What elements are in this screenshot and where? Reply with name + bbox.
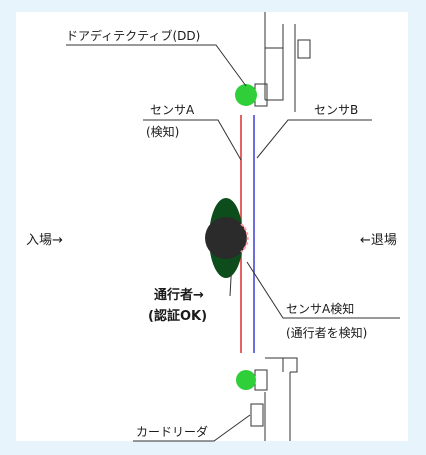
sensor-a-label: センサA bbox=[150, 103, 195, 117]
door-detective-label: ドアディテクティブ(DD) bbox=[66, 28, 200, 43]
leader-lines bbox=[66, 44, 400, 442]
passer-label: 通行者→ bbox=[154, 287, 204, 303]
sensor-a-sub-label: (検知) bbox=[146, 125, 179, 139]
passer-figure bbox=[205, 198, 249, 278]
exit-label: ←退場 bbox=[360, 233, 397, 248]
sensor-a-detect-label: センサA検知 bbox=[286, 302, 354, 316]
bottom-gate-structure bbox=[250, 357, 298, 441]
sensor-a-detect-sub-label: (通行者を検知) bbox=[286, 326, 367, 340]
passer-sub-label: (認証OK) bbox=[148, 308, 207, 324]
sensor-b-label: センサB bbox=[314, 103, 358, 117]
card-reader-label: カードリーダ bbox=[136, 424, 208, 439]
card-reader-indicator bbox=[236, 370, 256, 390]
door-detective-indicator bbox=[235, 84, 257, 106]
entry-label: 入場→ bbox=[26, 233, 63, 248]
